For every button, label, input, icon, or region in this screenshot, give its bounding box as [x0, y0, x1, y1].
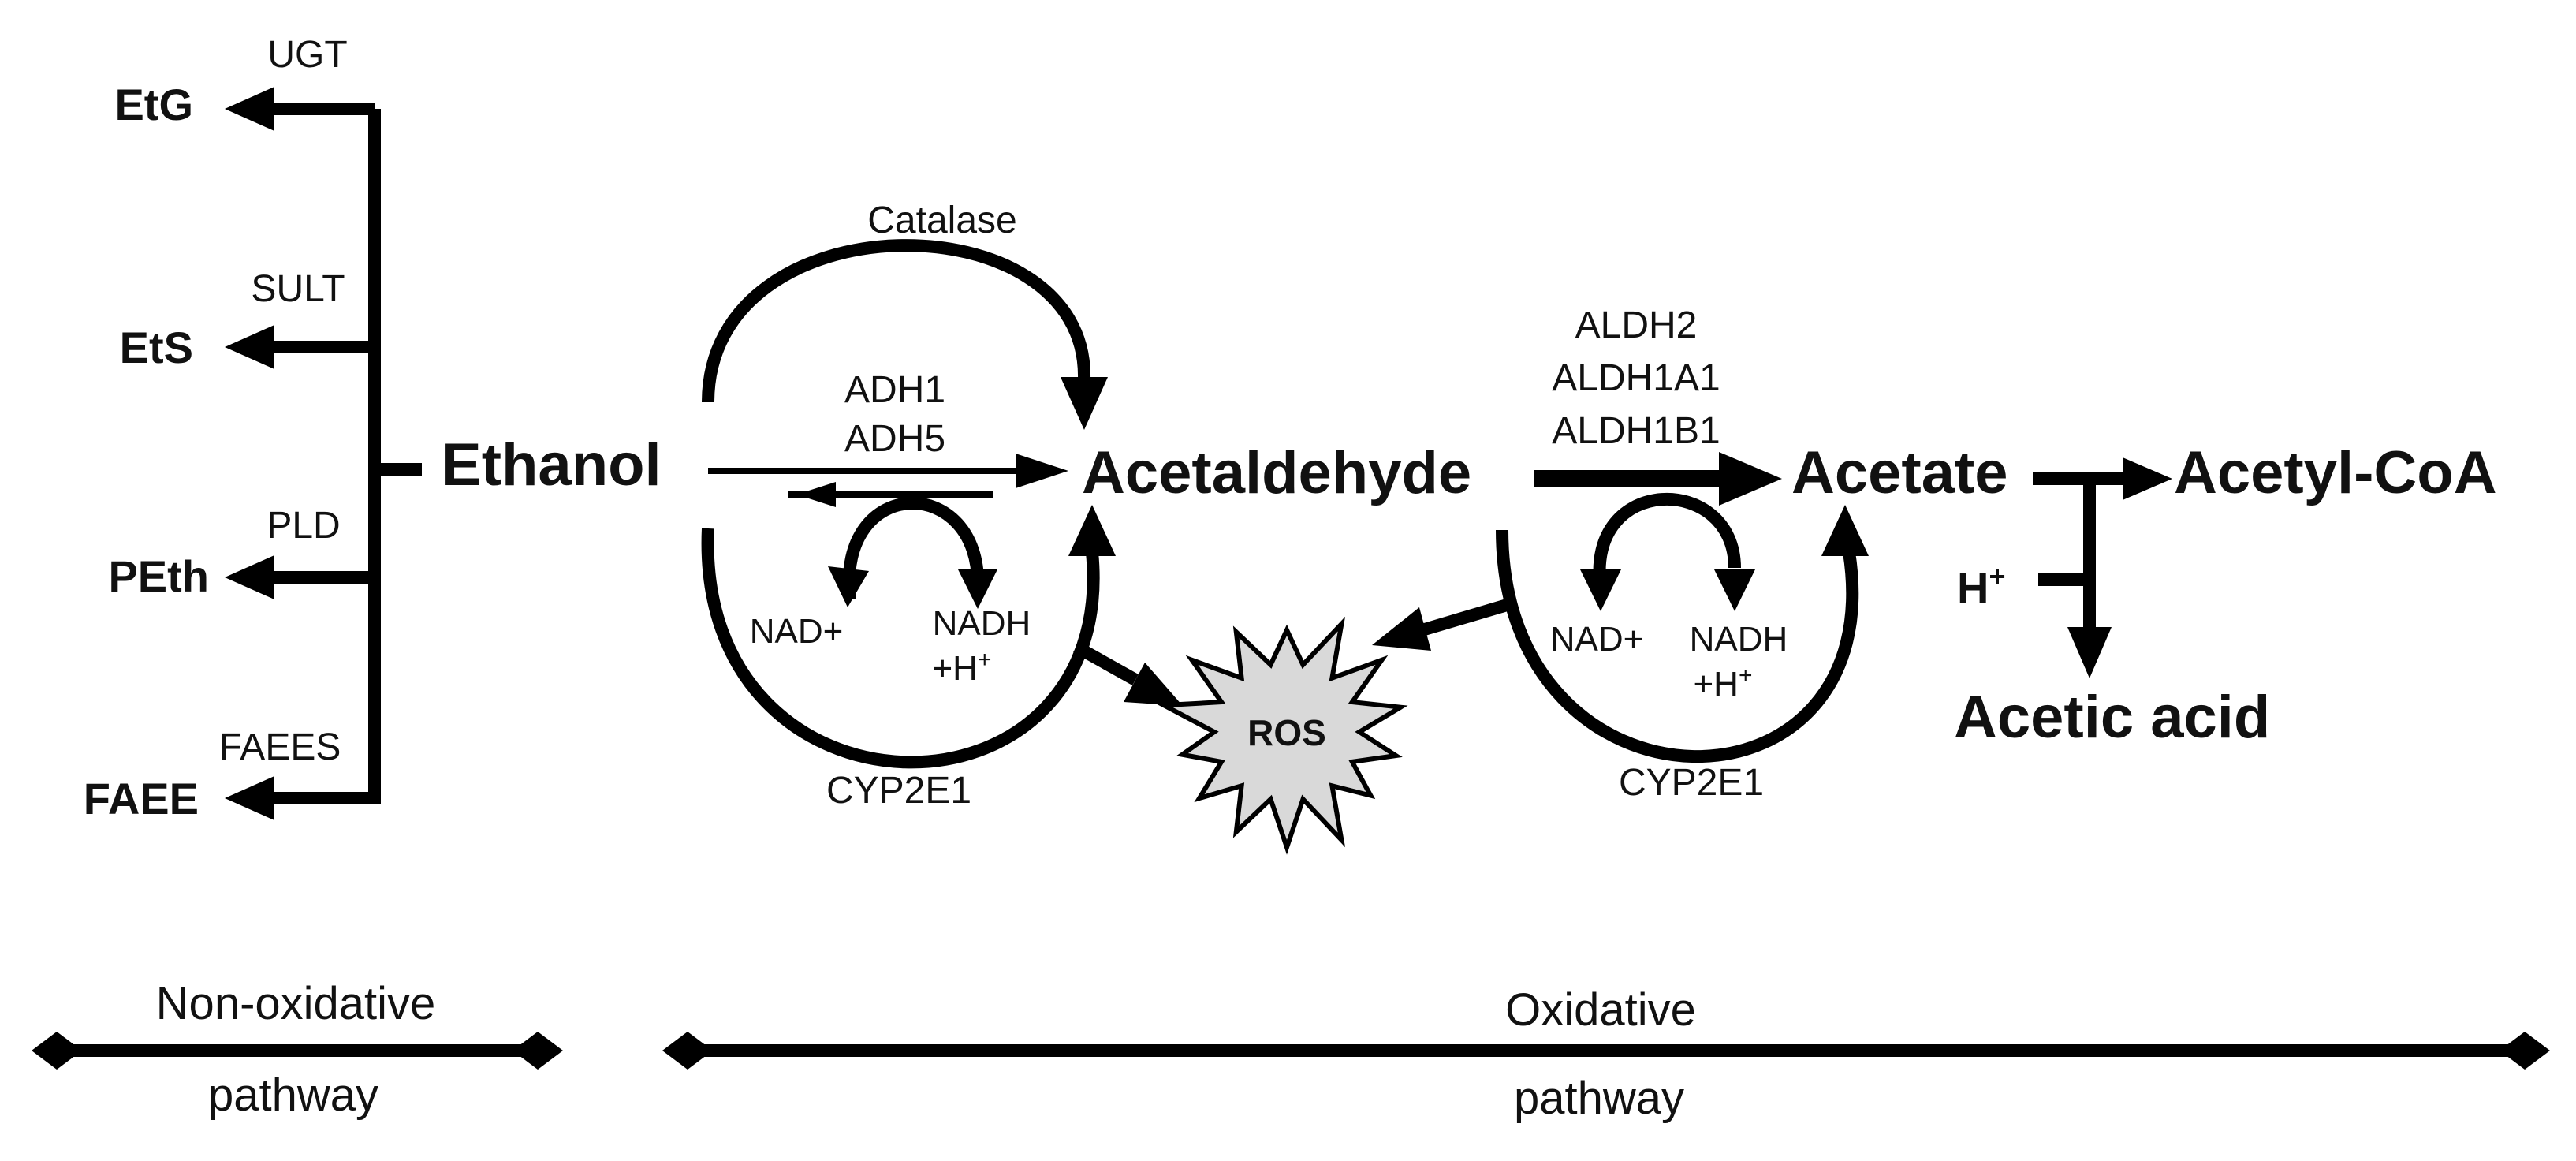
arrow-to-ros-2	[1417, 597, 1515, 637]
legend-non-oxidative-bottom: pathway	[208, 1070, 378, 1121]
oxidative-span-right-end	[2500, 1032, 2550, 1070]
metabolite-faee: FAEE	[84, 774, 199, 823]
enzyme-catalase: Catalase	[867, 200, 1016, 241]
arrowhead-acetyl-coa	[2123, 457, 2172, 500]
cofactor-nadh-1: NADH	[933, 604, 1031, 643]
compound-ethanol: Ethanol	[442, 431, 662, 498]
enzyme-ugt: UGT	[267, 34, 347, 76]
arrowhead-ets	[225, 325, 274, 369]
acetate-downstream: Acetate Acetyl-CoA H+ Acetic acid	[1791, 439, 2497, 751]
ros-burst: ROS	[1155, 616, 1408, 855]
ethanol-oxidation-step: Ethanol Catalase ADH1 ADH5 NAD+ NADH +H+…	[442, 200, 1183, 812]
compound-proton: H+	[1957, 560, 2005, 613]
arrow-to-ros-1	[1073, 641, 1139, 685]
cofactor-nad-2: NAD+	[1550, 620, 1644, 659]
ros-label: ROS	[1247, 712, 1326, 753]
compound-acetaldehyde: Acetaldehyde	[1082, 439, 1471, 506]
cofactor-h-1: +H+	[932, 647, 991, 688]
arrowhead-adh-reverse	[796, 482, 836, 507]
compound-acetate: Acetate	[1791, 439, 2008, 506]
arrowhead-cyp2e1-2	[1821, 505, 1869, 556]
acetaldehyde-oxidation-step: Acetaldehyde ALDH2 ALDH1A1 ALDH1B1 NAD+ …	[1082, 304, 1869, 804]
arrowhead-faee	[225, 776, 274, 820]
arrowhead-nadh-2	[1714, 569, 1755, 611]
arrowhead-nad-2	[1580, 569, 1621, 611]
arrowhead-ros-2	[1372, 607, 1431, 651]
enzyme-aldh2: ALDH2	[1575, 304, 1698, 346]
arrowhead-catalase	[1061, 377, 1108, 430]
enzyme-adh5: ADH5	[844, 418, 945, 460]
legend-oxidative-bottom: pathway	[1514, 1073, 1684, 1124]
arrowhead-cyp2e1-1	[1068, 505, 1116, 556]
compound-acetic-acid: Acetic acid	[1954, 684, 2270, 751]
arrowhead-nadh-1	[958, 569, 997, 609]
non-oxidative-branch: EtG EtS PEth FAEE UGT SULT PLD FAEES	[84, 34, 422, 823]
metabolite-ets: EtS	[120, 323, 193, 372]
cofactor-loop-1	[842, 497, 985, 600]
non-oxidative-span-right-end	[513, 1032, 563, 1070]
arrowhead-etg	[225, 87, 274, 131]
cofactor-h-2: +H+	[1693, 663, 1752, 704]
cofactor-nad-1: NAD+	[750, 612, 844, 651]
oxidative-span-left-end	[662, 1032, 713, 1070]
enzyme-sult: SULT	[251, 268, 345, 310]
cyp2e1-loop-2	[1496, 529, 1859, 763]
arrowhead-peth	[225, 555, 274, 599]
cofactor-loop-2	[1593, 493, 1741, 589]
arrowhead-adh	[1016, 454, 1068, 488]
enzyme-cyp2e1-2: CYP2E1	[1619, 762, 1764, 804]
non-oxidative-span-left-end	[32, 1032, 82, 1070]
enzyme-pld: PLD	[267, 505, 340, 547]
metabolite-etg: EtG	[114, 80, 193, 129]
compound-acetyl-coa: Acetyl-CoA	[2174, 439, 2497, 506]
pathway-legend: Non-oxidative pathway Oxidative pathway	[32, 978, 2550, 1124]
legend-oxidative-top: Oxidative	[1505, 984, 1696, 1036]
arrowhead-ros-1	[1124, 663, 1183, 706]
non-oxidative-trunk	[368, 109, 422, 804]
enzyme-aldh1a1: ALDH1A1	[1552, 357, 1720, 399]
arrowhead-aldh	[1719, 452, 1782, 506]
enzyme-faees: FAEES	[219, 726, 341, 768]
metabolite-peth: PEth	[108, 551, 209, 601]
cofactor-nadh-2: NADH	[1690, 620, 1788, 659]
enzyme-aldh1b1: ALDH1B1	[1552, 410, 1720, 452]
arrowhead-acetic-acid	[2067, 627, 2112, 678]
enzyme-adh1: ADH1	[844, 369, 945, 411]
arrowhead-nad-1	[828, 566, 869, 607]
legend-non-oxidative-top: Non-oxidative	[156, 978, 436, 1029]
enzyme-cyp2e1-1: CYP2E1	[826, 770, 971, 812]
ros-star	[1155, 616, 1408, 855]
catalase-arc	[702, 239, 1091, 403]
cyp2e1-loop-1	[701, 528, 1100, 769]
